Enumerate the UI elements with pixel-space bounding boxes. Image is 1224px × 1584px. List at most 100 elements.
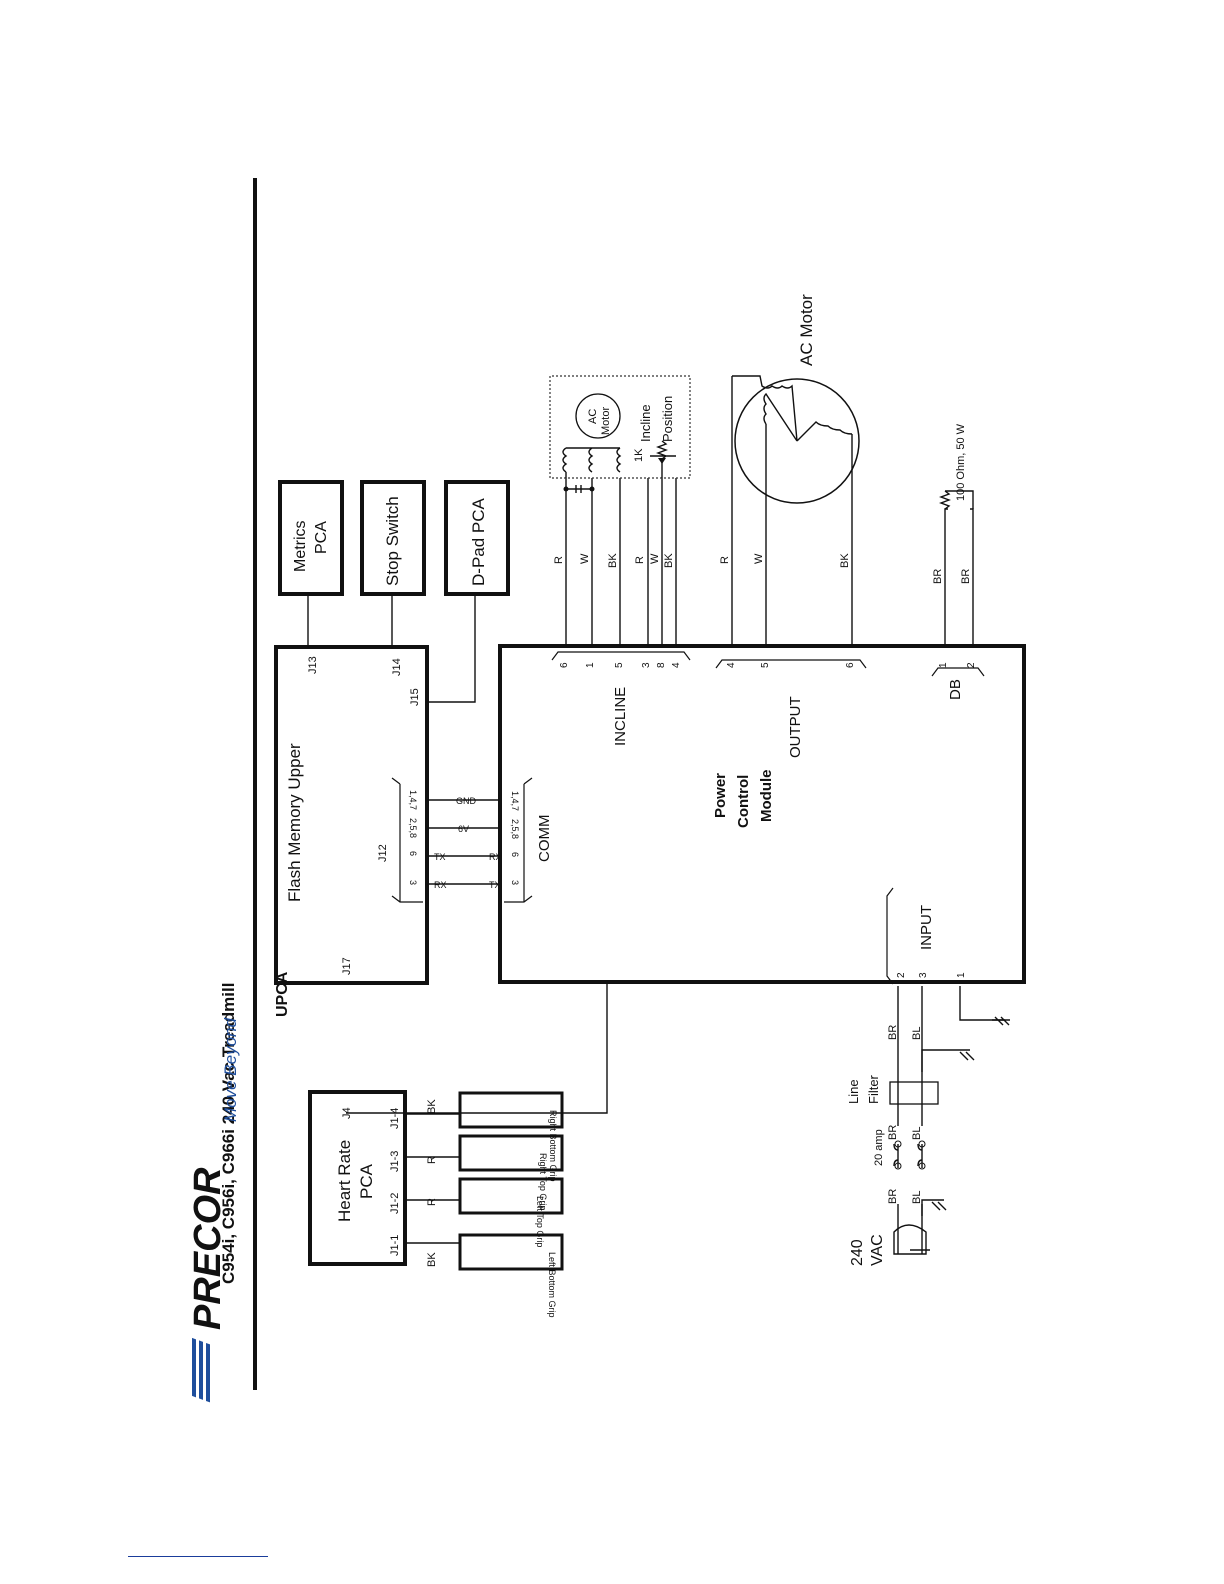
comm-sig-gnd: GND <box>456 796 477 806</box>
incline-pin-5: 5 <box>614 662 625 668</box>
dpad-pca: D-Pad PCA <box>444 480 510 596</box>
breaker-icon <box>893 1143 923 1167</box>
diagram-title: C954i, C956i, C966i 240 Vac Treadmill <box>219 983 238 1284</box>
incline-position-2: Position <box>660 396 675 442</box>
input-wire-label-br: BR <box>887 1025 899 1040</box>
grip-wire-label-4: BK <box>426 1099 438 1114</box>
j12-connector <box>391 777 423 903</box>
stop-switch-label: Stop Switch <box>383 496 402 586</box>
pcm-incline-label: INCLINE <box>612 687 629 746</box>
j12-pin-3: 2,5,8 <box>408 818 418 838</box>
power-plug: 240 VAC <box>849 1199 947 1266</box>
incline-pin-1: 1 <box>585 662 596 668</box>
comm-sig-tx: TX <box>434 852 446 862</box>
incline-motor-assembly: AC Motor 1K Incline Position <box>549 375 691 493</box>
j12-pin-2: 6 <box>408 851 418 856</box>
left-bottom-grip-label: Left Bottom Grip <box>547 1252 557 1318</box>
left-top-grip-label: Left Top Grip <box>535 1196 545 1247</box>
filter-wire-label-br: BR <box>887 1125 899 1140</box>
incline-wire-label-3: BK <box>607 553 619 568</box>
output-pin-6: 6 <box>845 662 856 668</box>
j12-pin-1: 3 <box>408 880 418 885</box>
output-connector <box>715 659 867 669</box>
incline-wire-label-4: R <box>634 556 646 564</box>
comm-pin-258: 2,5,8 <box>510 819 520 839</box>
plug-icon <box>893 1199 947 1255</box>
ac-motor: AC Motor <box>732 294 860 504</box>
upca-board: Flash Memory Upper J17 J12 J15 J14 J13 <box>274 645 429 985</box>
output-wire-label-1: R <box>719 556 731 564</box>
ground-icon-2 <box>921 1049 975 1072</box>
incline-motor-label-2: Motor <box>600 407 612 435</box>
input-pin-3: 3 <box>918 972 929 978</box>
incline-wire-label-6: BK <box>663 553 675 568</box>
pcm-input-label: INPUT <box>918 905 935 950</box>
input-connector <box>886 887 894 985</box>
right-bottom-grip <box>458 1091 564 1129</box>
pcm-title-1: Power <box>712 773 729 818</box>
grip-wire-label-1: BK <box>426 1252 438 1267</box>
metrics-title-2: PCA <box>313 521 330 554</box>
line-filter-label-2: Filter <box>866 1074 881 1104</box>
pot-value: 1K <box>633 448 645 462</box>
db-pin-1: 1 <box>938 662 949 668</box>
right-bottom-grip-label: Right Bottom Grip <box>548 1110 558 1182</box>
heart-rate-pca: Heart Rate PCA J4 J1-1 J1-2 J1-3 J1-4 <box>308 1090 407 1266</box>
upca-j13: J13 <box>307 656 319 674</box>
incline-winding-icon <box>562 447 622 478</box>
hr-pin-4: J1-4 <box>389 1108 401 1129</box>
breaker-label: 20 amp <box>873 1129 885 1166</box>
dpad-wire <box>427 594 476 703</box>
filter-wire-label-bl: BL <box>911 1127 923 1140</box>
footer-line <box>128 1556 268 1557</box>
incline-pin-3: 3 <box>641 662 652 668</box>
comm-connector <box>504 777 533 903</box>
output-wire-label-3: BK <box>839 553 851 568</box>
db-resistor-icon <box>939 490 974 510</box>
hr-to-upca-wire <box>346 983 608 1114</box>
upca-j12: J12 <box>377 844 389 862</box>
metrics-title-1: Metrics <box>292 520 309 572</box>
j12-pin-4: 1,4,7 <box>408 790 418 810</box>
upca-j15: J15 <box>409 688 421 706</box>
ac-motor-icon <box>734 378 860 504</box>
output-wire-label-2: W <box>753 553 765 564</box>
pot-wiper-arrow <box>658 458 666 464</box>
stop-switch: Stop Switch <box>360 480 426 596</box>
incline-wire-label-5: W <box>649 553 661 564</box>
upca-board-title: Flash Memory Upper <box>285 743 304 902</box>
output-pin-5: 5 <box>760 662 771 668</box>
input-pin-2: 2 <box>896 972 907 978</box>
grip-wire-label-3: R <box>426 1156 438 1164</box>
comm-pin-3: 3 <box>510 880 520 885</box>
power-control-module: Power Control Module COMM INPUT INCLINE … <box>498 644 1026 984</box>
incline-pin-8: 8 <box>656 662 667 668</box>
pcm-output-label: OUTPUT <box>787 696 804 758</box>
left-top-grip <box>458 1177 564 1215</box>
ac-motor-label: AC Motor <box>797 294 816 366</box>
incline-motor-icon <box>575 393 621 439</box>
comm-sig-rx: RX <box>434 880 447 890</box>
comm-sig-tx-pcm: TX <box>489 880 501 890</box>
plug-wire-label-bl: BL <box>911 1191 923 1204</box>
incline-wire-label-2: W <box>579 553 591 564</box>
hr-pin-2: J1-2 <box>389 1193 401 1214</box>
hr-pin-3: J1-3 <box>389 1151 401 1172</box>
comm-pin-6: 6 <box>510 852 520 857</box>
incline-position-1: Incline <box>638 404 653 442</box>
db-wire-label-1: BR <box>932 569 944 584</box>
brand-name: PRECOR <box>187 1167 229 1330</box>
line-filter: Line Filter <box>846 1049 975 1105</box>
logo-stripes-icon <box>192 1337 210 1403</box>
db-wire-1 <box>944 508 948 646</box>
line-filter-label-1: Line <box>846 1079 861 1104</box>
dpad-label: D-Pad PCA <box>469 497 488 586</box>
grip-wire-label-2: R <box>426 1198 438 1206</box>
right-top-grip <box>458 1134 564 1172</box>
ac-motor-winding-icon <box>732 375 853 442</box>
heart-rate-title-1: Heart Rate <box>335 1140 354 1222</box>
incline-wire-label-1: R <box>553 556 565 564</box>
output-pin-4: 4 <box>726 662 737 668</box>
heart-rate-title-2: PCA <box>357 1163 376 1199</box>
input-ground-wire <box>959 986 1005 1021</box>
